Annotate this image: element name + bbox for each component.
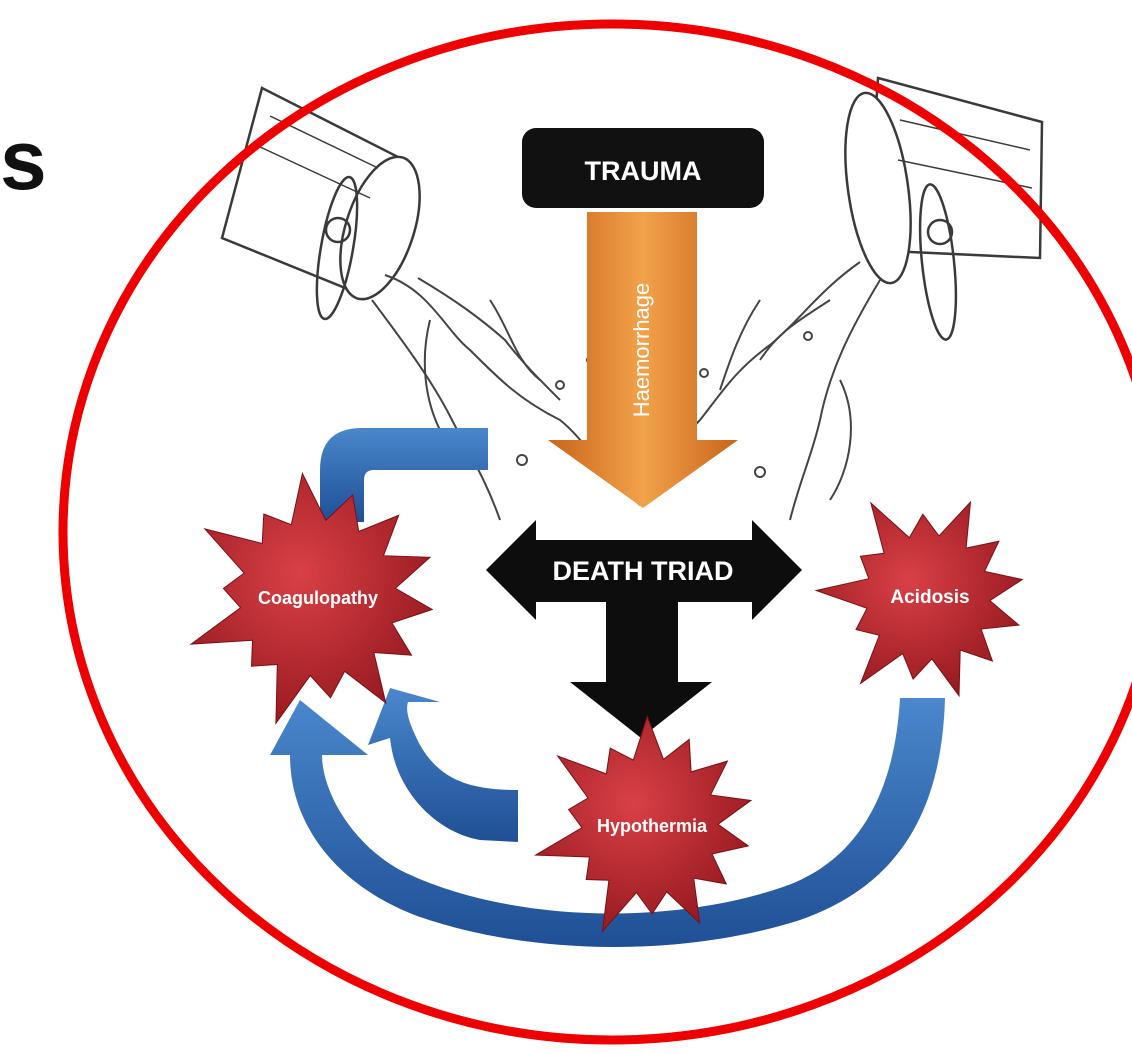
hypothermia-node: Hypothermia bbox=[536, 716, 751, 931]
trauma-box: TRAUMA bbox=[522, 128, 764, 208]
acidosis-node: Acidosis bbox=[816, 502, 1022, 696]
death-triad-arrow: DEATH TRIAD bbox=[486, 520, 802, 738]
inner-curved-arrow bbox=[368, 688, 518, 842]
pouring-bucket-icon bbox=[835, 78, 1042, 341]
acidosis-label: Acidosis bbox=[890, 587, 969, 608]
pouring-bucket-icon bbox=[222, 88, 435, 322]
haemorrhage-label: Haemorrhage bbox=[629, 283, 654, 418]
coagulopathy-node: Coagulopathy bbox=[191, 474, 432, 724]
death-triad-label: DEATH TRIAD bbox=[553, 556, 734, 586]
trauma-label: TRAUMA bbox=[585, 156, 702, 186]
coagulopathy-label: Coagulopathy bbox=[258, 588, 378, 608]
hypothermia-label: Hypothermia bbox=[597, 816, 708, 836]
cropped-edge-text: s bbox=[0, 118, 47, 202]
haemorrhage-arrow: Haemorrhage bbox=[548, 212, 738, 508]
